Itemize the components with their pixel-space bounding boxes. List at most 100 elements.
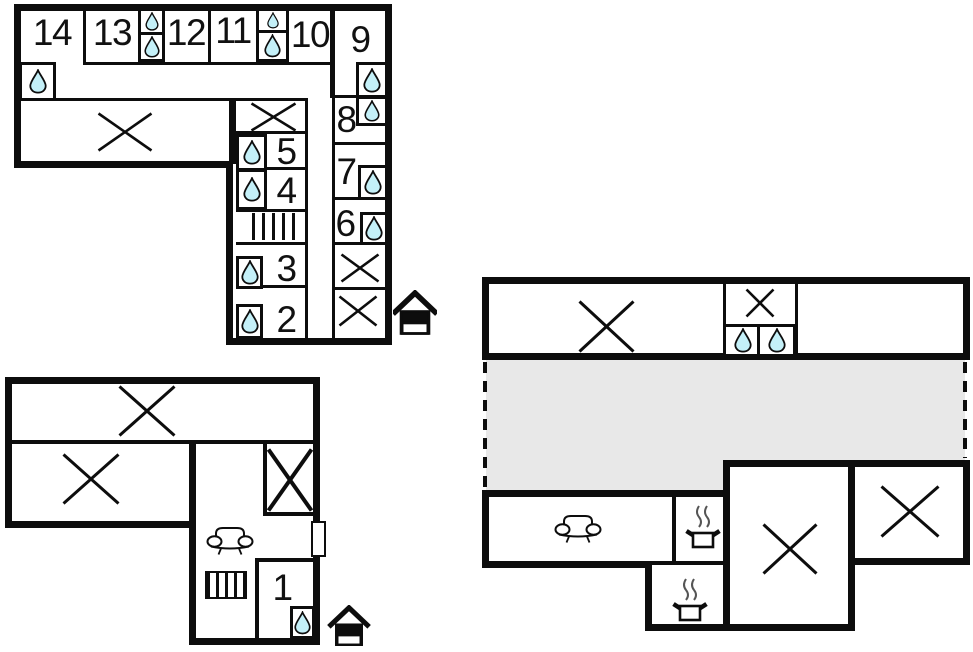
stairs-icon xyxy=(205,571,247,599)
room-label-r7: 7 xyxy=(336,151,357,192)
terrace-dashed-edge xyxy=(963,362,967,458)
sofa xyxy=(554,512,602,544)
room-label-r11: 11 xyxy=(215,10,252,51)
water-room-cell xyxy=(356,62,388,98)
x-mark xyxy=(880,485,940,538)
wall-segment xyxy=(645,561,652,631)
x-mark-icon xyxy=(97,112,153,152)
water-room-cell xyxy=(236,304,263,339)
wall-segment xyxy=(645,624,729,631)
wall-segment xyxy=(848,558,970,565)
wall-segment xyxy=(14,161,233,168)
terrace-dashed-edge xyxy=(483,362,487,490)
house-marker xyxy=(327,605,371,648)
water-room-cell xyxy=(236,256,263,289)
water-drop-icon xyxy=(365,216,383,241)
water-room-cell xyxy=(358,165,388,200)
wall-segment xyxy=(332,98,335,338)
house-icon xyxy=(327,605,371,646)
wall-segment xyxy=(723,624,855,631)
room-label-r3: 3 xyxy=(276,248,297,289)
wall-segment xyxy=(236,285,308,288)
wall-segment xyxy=(229,98,236,164)
room-label-r5: 5 xyxy=(276,131,297,172)
wall-segment xyxy=(21,98,308,101)
room-label-r10: 10 xyxy=(290,14,331,55)
cooking-pot-icon xyxy=(672,578,708,622)
wall-segment xyxy=(236,242,308,245)
wall-segment xyxy=(385,4,392,345)
water-drop-icon xyxy=(28,69,47,94)
room-label-r2: 2 xyxy=(276,299,297,340)
water-room-cell xyxy=(256,30,289,62)
wall-segment xyxy=(5,521,196,528)
x-mark xyxy=(340,253,380,283)
x-mark-icon xyxy=(745,288,775,318)
wall-segment xyxy=(196,638,320,645)
room-label-r13: 13 xyxy=(92,12,133,53)
house-icon xyxy=(393,290,437,335)
sofa-icon xyxy=(554,515,602,543)
room-label-r9: 9 xyxy=(350,19,371,60)
wall-segment xyxy=(795,284,798,356)
water-drop-icon xyxy=(266,12,279,29)
house-marker xyxy=(393,290,437,337)
room-label-r14: 14 xyxy=(32,12,73,53)
x-mark-icon xyxy=(762,523,818,575)
water-drop-icon xyxy=(240,309,259,334)
wall-segment xyxy=(236,209,308,212)
terrace-area xyxy=(486,360,965,460)
x-mark-icon xyxy=(267,448,313,512)
wall-segment xyxy=(305,98,308,338)
wall-segment xyxy=(963,460,970,565)
water-drop-icon xyxy=(143,36,160,58)
room-label-r1: 1 xyxy=(272,567,293,608)
water-drop-icon xyxy=(363,67,381,93)
water-drop-icon xyxy=(364,170,382,195)
water-room-cell xyxy=(138,32,165,62)
room-label-r8: 8 xyxy=(336,99,357,140)
x-mark-icon xyxy=(578,300,635,353)
wall-segment xyxy=(236,167,308,170)
cooking-pot-icon xyxy=(685,505,721,549)
wall-segment xyxy=(672,497,676,561)
wall-segment xyxy=(5,377,12,528)
water-drop-icon xyxy=(767,328,786,353)
wall-segment xyxy=(263,512,313,516)
water-drop-icon xyxy=(240,260,259,285)
x-mark xyxy=(578,300,635,353)
x-mark-icon xyxy=(880,485,940,538)
wall-segment xyxy=(482,277,489,360)
wall-segment xyxy=(652,561,726,565)
cooking-pot xyxy=(684,503,722,551)
water-room-cell xyxy=(138,8,165,35)
water-drop-icon xyxy=(264,34,281,58)
cooking-pot xyxy=(671,576,709,624)
wall-segment xyxy=(335,142,385,145)
wall-segment xyxy=(12,440,313,444)
sofa-icon xyxy=(206,527,254,555)
wall-segment xyxy=(236,131,308,134)
wall-segment xyxy=(5,377,320,384)
wall-segment xyxy=(848,460,855,631)
water-room-cell xyxy=(360,212,388,245)
wall-segment xyxy=(208,11,211,65)
x-mark-icon xyxy=(250,102,297,132)
water-room-cell xyxy=(356,96,388,126)
wall-segment xyxy=(263,444,267,516)
wall-segment xyxy=(255,558,313,562)
wall-segment xyxy=(14,4,21,168)
x-mark-icon xyxy=(338,295,378,327)
wall-segment xyxy=(723,284,726,356)
wall-segment xyxy=(335,287,385,290)
water-drop-icon xyxy=(242,177,261,202)
x-mark xyxy=(250,102,297,132)
wall-segment xyxy=(226,161,233,345)
x-mark xyxy=(762,523,818,575)
wall-segment xyxy=(482,277,970,284)
x-mark xyxy=(62,453,120,505)
water-drop-icon xyxy=(364,100,380,122)
water-room-cell xyxy=(290,606,315,639)
x-mark xyxy=(338,295,378,327)
